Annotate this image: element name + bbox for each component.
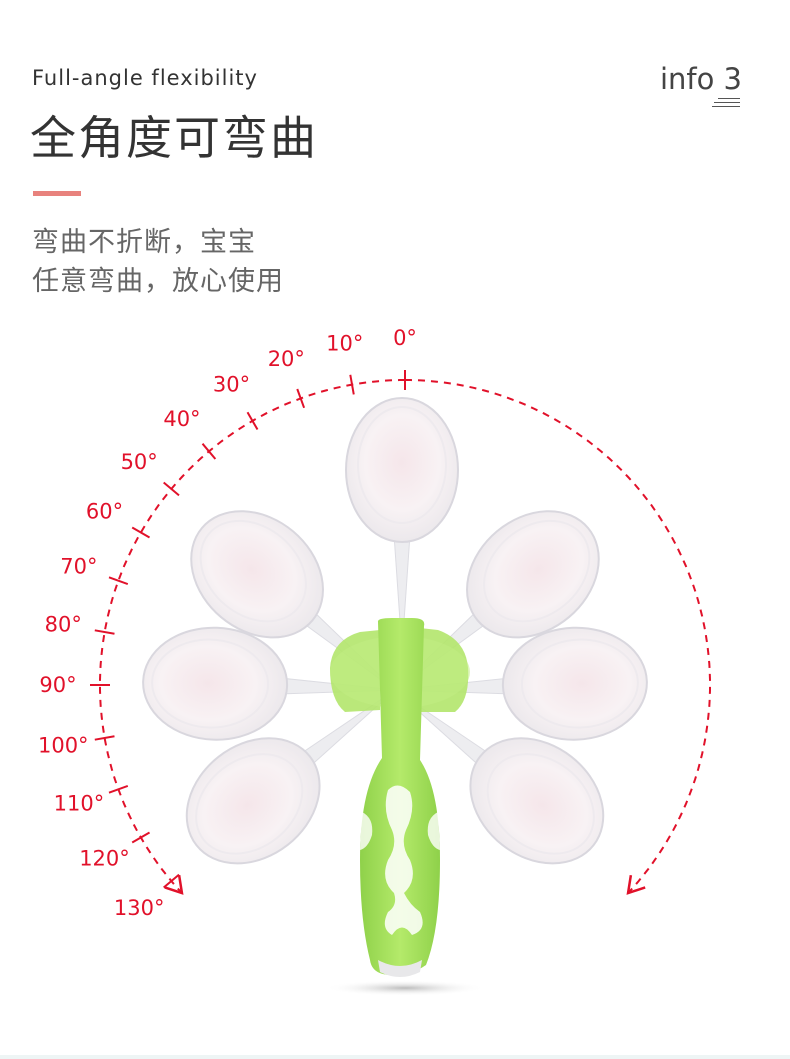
angle-ticks [90,370,406,889]
left-arrowhead [164,875,184,895]
angle-tick [108,576,129,586]
angle-tick [94,735,115,741]
angle-label: 40° [163,407,200,431]
description-line-1: 弯曲不折断，宝宝 [32,227,256,258]
angle-label: 60° [86,500,123,524]
right-dashed-arc [405,379,711,894]
angle-label: 20° [268,347,305,371]
angle-tick [201,443,217,460]
page-title: 全角度可弯曲 [30,111,318,165]
angle-label: 90° [39,673,76,697]
angle-label: 10° [326,331,363,355]
angle-label: 0° [393,326,417,350]
angle-tick [131,526,151,539]
angle-tick [296,388,306,409]
bottom-strip [0,1055,790,1059]
spoon-angle-diagram: 0° 10° 20° 30° 40°50° 60° 70° 80° 90° 100° 110° 120… [38,326,711,996]
angle-label: 110° [54,792,105,816]
angle-tick [108,784,129,794]
angle-tick [349,374,355,395]
angle-label: 70° [60,554,97,578]
spoon-handle [360,618,440,977]
accent-divider [33,191,81,196]
angle-label: 100° [38,733,89,757]
angle-labels: 0° 10° 20° 30° 40°50° 60° 70° 80° 90° 100° 110° 120… [38,326,417,920]
angle-label: 120° [79,847,130,871]
description-line-2: 任意弯曲，放心使用 [32,266,284,297]
angle-label: 30° [213,372,250,396]
angle-label: 130° [114,896,165,920]
right-arrowhead [626,875,646,895]
angle-tick [163,873,180,889]
angle-tick [94,629,115,635]
angle-arcs [99,379,711,895]
angle-label: 80° [45,613,82,637]
angle-tick [163,481,180,497]
left-dashed-arc [99,379,405,894]
spoon-center [345,397,459,651]
spoon-shadow [325,980,485,996]
info-label: info 3 [659,62,742,96]
angle-tick [246,411,259,431]
angle-tick [131,831,151,844]
stacked-lines-icon [712,98,740,110]
subtitle-english: Full-angle flexibility [32,66,258,90]
angle-label: 50° [121,450,158,474]
